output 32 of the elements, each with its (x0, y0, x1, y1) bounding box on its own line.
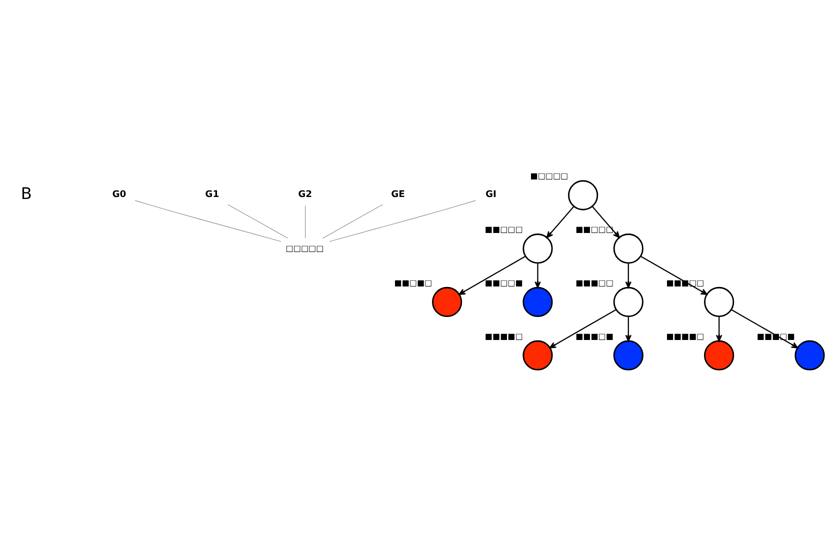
connector (134, 200, 282, 242)
label: B (20, 184, 32, 203)
arrow (546, 206, 574, 238)
connector (322, 204, 383, 238)
node-text: GE (391, 188, 405, 200)
node-text: G1 (205, 188, 220, 200)
node-circle (568, 180, 598, 210)
node-circle (794, 340, 825, 370)
node-circle (613, 233, 644, 264)
node-circle (613, 286, 644, 317)
node-text: G2 (298, 188, 312, 200)
node-text: G0 (112, 188, 126, 200)
node-circle (522, 233, 553, 264)
arrow (592, 206, 620, 238)
connector (228, 204, 288, 238)
arrow (625, 316, 632, 341)
node-circle (704, 286, 734, 317)
arrow (549, 308, 616, 348)
connector (329, 200, 476, 242)
connector (305, 204, 306, 238)
node-text: GI (486, 188, 496, 200)
node-circle (613, 340, 644, 370)
arrow (640, 255, 708, 294)
arrow (625, 262, 632, 288)
arrow (731, 308, 798, 348)
arrow (716, 316, 722, 341)
node-circle (522, 340, 553, 370)
node-circle (522, 286, 553, 317)
arrow (534, 262, 541, 288)
node-circle (704, 340, 734, 370)
arrow (458, 255, 526, 294)
node-circle (432, 286, 462, 317)
